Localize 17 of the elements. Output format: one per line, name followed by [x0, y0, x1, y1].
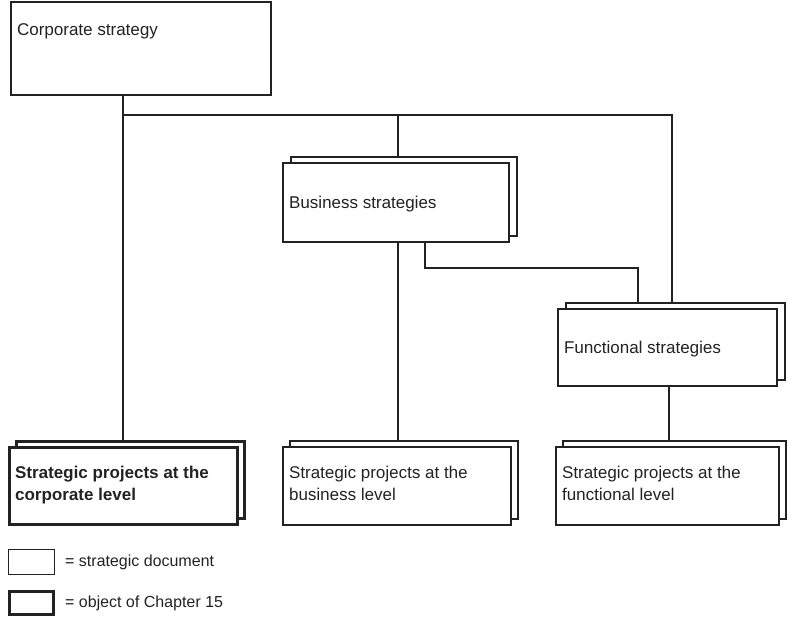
node-text: Functional strategies — [564, 336, 722, 358]
legend-text: = object of Chapter 15 — [65, 594, 223, 612]
legend-text: = strategic document — [65, 553, 214, 571]
node-text: Strategic projects at the functional level — [562, 462, 742, 506]
connector-line — [668, 387, 670, 440]
stacked-document-box — [8, 440, 246, 526]
node-text: Business strategies — [289, 192, 438, 214]
connector-line — [397, 243, 399, 440]
stacked-document-box — [282, 440, 519, 526]
stacked-document-box — [282, 156, 518, 243]
stacked-document-box — [557, 302, 786, 387]
stacked-document-box — [555, 440, 787, 526]
node-text: Strategic projects at the corporate level — [15, 462, 210, 506]
connector-line — [424, 243, 639, 302]
node-text: Corporate strategy — [17, 19, 159, 41]
document-box — [10, 1, 272, 96]
node-text: Strategic projects at the business level — [289, 462, 469, 506]
